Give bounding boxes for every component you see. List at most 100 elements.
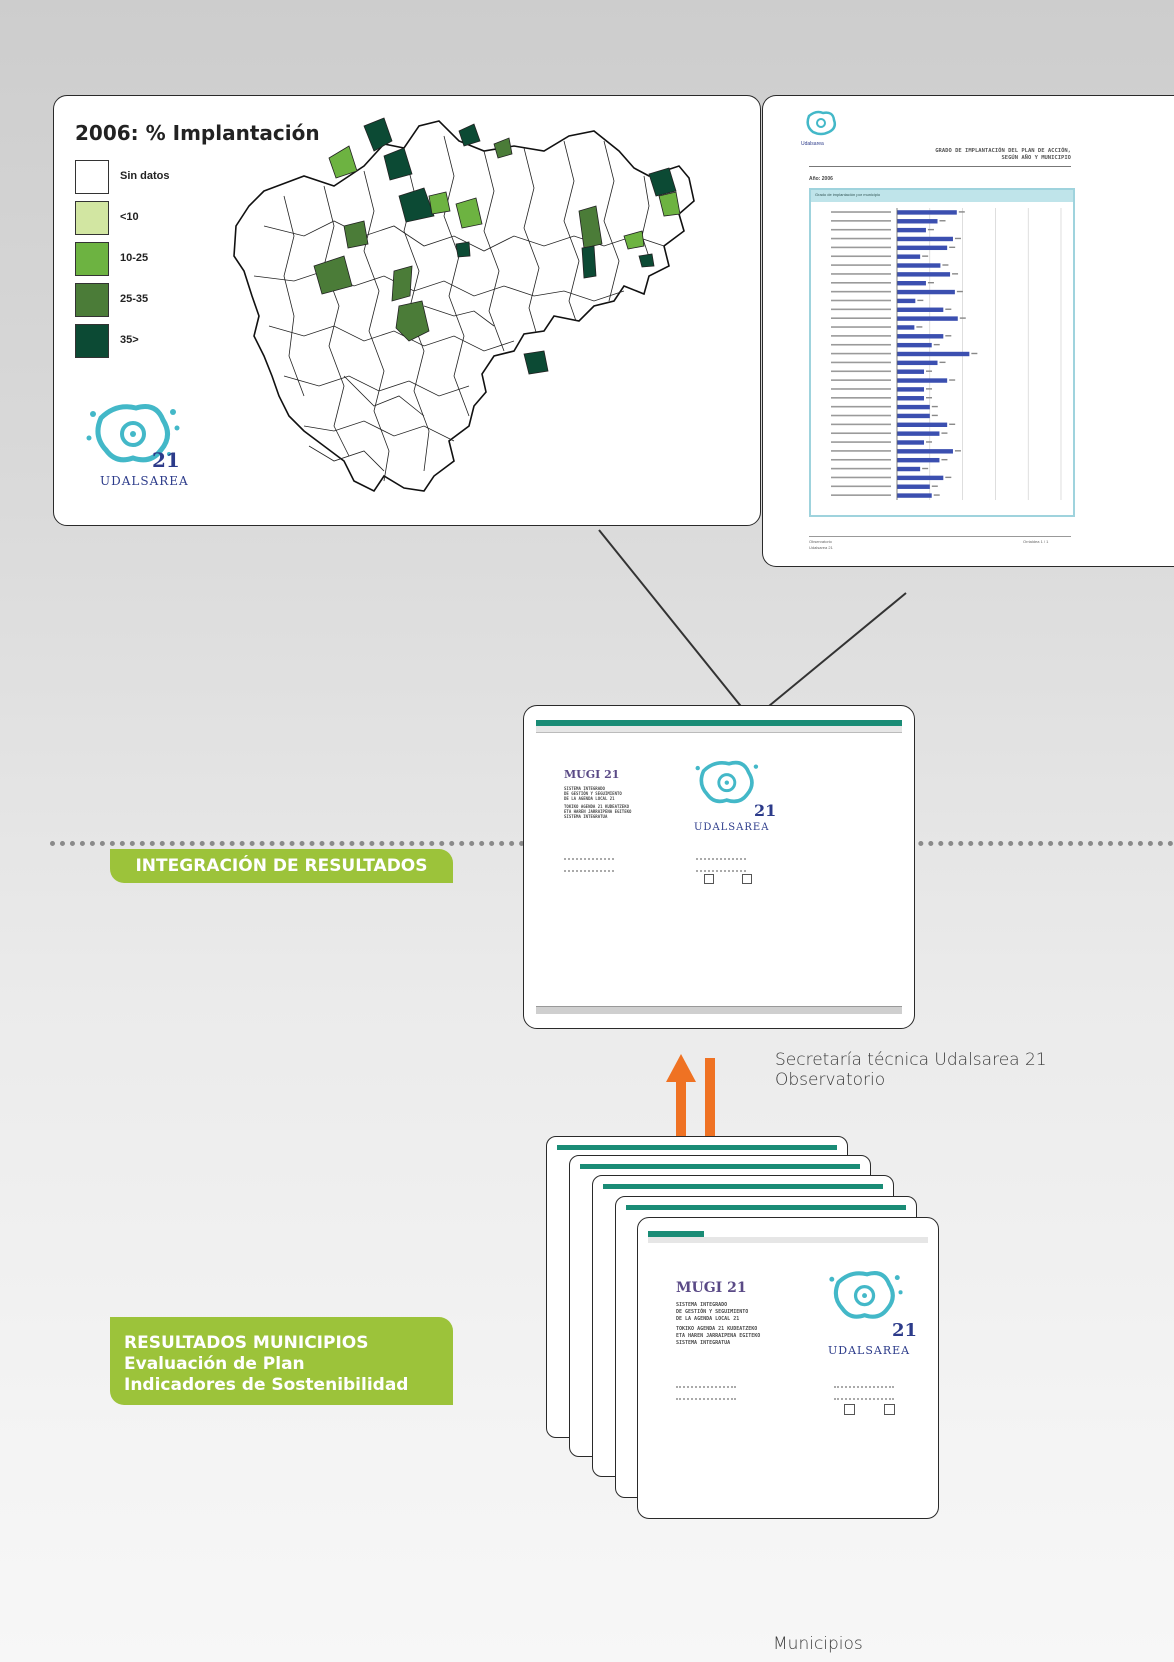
chart-category-label — [831, 290, 891, 293]
chart-data-label — [949, 246, 956, 249]
integracion-label-text: INTEGRACIÓN DE RESULTADOS — [135, 856, 428, 876]
app-subtitle-1: SISTEMA INTEGRADO — [564, 786, 605, 791]
chart-category-label — [831, 299, 891, 302]
report-year: Año: 2006 — [809, 176, 833, 182]
chart-category-label — [831, 255, 891, 258]
legend-item-sin-datos: Sin datos — [75, 160, 275, 194]
front-logo-wordmark: Udalsarea — [828, 1344, 911, 1357]
map-title: 2006: % Implantación — [75, 121, 320, 145]
chart-bar — [897, 236, 953, 242]
municipios-caption: Municipios — [773, 1634, 863, 1654]
window-statusbar — [536, 1006, 902, 1014]
chart-data-label — [922, 255, 929, 257]
chart-bar — [897, 342, 932, 348]
report-card: Udalsarea GRADO DE IMPLANTACIÓN DEL PLAN… — [762, 95, 1174, 567]
chart-bar — [897, 449, 953, 454]
chart-data-label — [945, 476, 952, 479]
front-app-subtitle-3: DE LA AGENDA LOCAL 21 — [676, 1316, 740, 1322]
chart-category-label — [831, 237, 891, 240]
report-logo-text: Udalsarea — [801, 141, 824, 147]
chart-data-label — [971, 352, 978, 355]
chart-category-label — [831, 467, 891, 470]
chart-bar — [897, 289, 955, 295]
chart-data-label — [931, 414, 938, 417]
front-app-title: MUGI 21 — [676, 1280, 747, 1296]
legend-swatch — [75, 324, 109, 358]
window-titlebar — [536, 720, 902, 726]
chart-category-label — [831, 211, 891, 213]
chart-bar — [897, 298, 916, 304]
resultados-line-1: RESULTADOS MUNICIPIOS — [124, 1333, 369, 1353]
chart-bar — [897, 440, 925, 445]
front-logo-number: 21 — [892, 1320, 918, 1341]
chart-bar — [897, 466, 921, 472]
chart-bar — [897, 360, 938, 366]
chart-category-label — [831, 414, 891, 417]
report-footer-left-1: Observatorio — [809, 539, 832, 544]
app-logo-wordmark: Udalsarea — [694, 822, 770, 833]
chart-category-label — [831, 405, 891, 408]
chart-bar — [897, 404, 930, 410]
chart-category-label — [831, 450, 891, 452]
app-subtitle-2: DE GESTIÓN Y SEGUIMIENTO — [564, 791, 622, 796]
chart-category-label — [831, 458, 891, 461]
window-menubar — [648, 1237, 928, 1243]
report-chart-header: Grado de implantación por municipio — [811, 190, 1073, 202]
chart-bar — [897, 281, 926, 286]
chart-category-label — [831, 485, 891, 488]
chart-data-label — [927, 282, 934, 284]
language-button-2[interactable] — [742, 874, 752, 884]
chart-category-label — [831, 352, 891, 355]
resultados-line-3: Indicadores de Sostenibilidad — [124, 1375, 409, 1395]
legend-label: 25-35 — [120, 293, 149, 305]
chart-bar — [897, 210, 957, 215]
map-card: 2006: % Implantación Sin datos <10 10-25… — [53, 95, 761, 526]
chart-bar — [897, 227, 926, 233]
chart-category-label — [831, 326, 891, 328]
chart-bar — [897, 272, 951, 277]
chart-category-label — [831, 379, 891, 381]
secretaria-caption: Secretaría técnica Udalsarea 21 Observat… — [775, 1050, 1047, 1090]
window-titlebar — [648, 1231, 704, 1237]
chart-category-label — [831, 308, 891, 311]
front-language-button-2[interactable] — [884, 1404, 895, 1415]
report-footer-rule — [809, 536, 1071, 537]
secretaria-line-2: Observatorio — [775, 1070, 886, 1090]
chart-data-label — [933, 494, 940, 496]
report-logo-icon — [806, 110, 837, 136]
chart-bar — [897, 254, 921, 259]
legend-swatch — [75, 242, 109, 276]
chart-category-label — [831, 388, 891, 390]
app-window-card: MUGI 21 SISTEMA INTEGRADO DE GESTIÓN Y S… — [523, 705, 915, 1029]
chart-data-label — [952, 273, 959, 275]
chart-data-label — [926, 388, 933, 390]
chart-data-label — [959, 317, 966, 319]
chart-data-label — [941, 432, 948, 434]
report-title-line1: GRADO DE IMPLANTACIÓN DEL PLAN DE ACCIÓN… — [935, 148, 1071, 154]
front-app-subtitle-2: DE GESTIÓN Y SEGUIMIENTO — [676, 1309, 749, 1315]
language-button-1[interactable] — [704, 874, 714, 884]
chart-category-label — [831, 476, 891, 479]
legend-item-lt10: <10 — [75, 201, 275, 235]
secretaria-line-1: Secretaría técnica Udalsarea 21 — [775, 1050, 1047, 1070]
legend-swatch — [75, 160, 109, 194]
chart-category-label — [831, 397, 891, 399]
front-language-button-1[interactable] — [844, 1404, 855, 1415]
chart-category-label — [831, 228, 891, 231]
chart-data-label — [939, 361, 946, 364]
chart-bar — [897, 387, 925, 392]
app-footer-text-left — [564, 858, 614, 872]
chart-data-label — [922, 467, 929, 470]
udalsarea-logo-icon — [86, 404, 180, 463]
chart-category-label — [831, 264, 891, 266]
legend-label: 35> — [120, 334, 139, 346]
window-titlebar — [580, 1164, 860, 1169]
legend-item-35-plus: 35> — [75, 324, 275, 358]
chart-bar — [897, 351, 970, 357]
chart-category-label — [831, 494, 891, 496]
chart-data-label — [942, 264, 949, 266]
app-subtitle-6: SISTEMA INTEGRATUA — [564, 814, 608, 819]
app-logo-icon — [695, 760, 759, 804]
logo-wordmark: Udalsarea — [100, 474, 189, 488]
chart-bar — [897, 263, 941, 268]
